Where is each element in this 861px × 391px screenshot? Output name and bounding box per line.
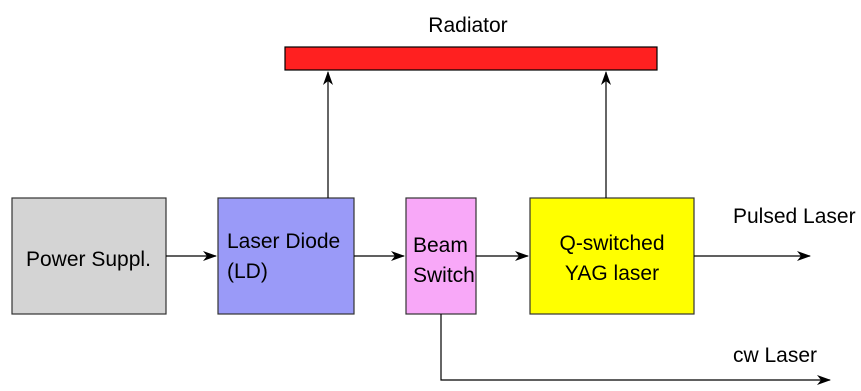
laser-diode-label-line2: (LD) [227, 260, 268, 283]
qswitched-yag-label-line2: YAG laser [565, 262, 659, 285]
beam-switch-label-line1: Beam [413, 234, 468, 257]
pulsed-laser-label: Pulsed Laser [733, 205, 856, 228]
beam-switch-label-line2: Switch [413, 264, 475, 287]
radiator-bar [284, 46, 658, 71]
power-supply-block [11, 197, 167, 315]
laser-diode-label-line1: Laser Diode [227, 230, 340, 253]
qswitched-yag-label-line1: Q-switched [559, 232, 664, 255]
power-supply-label: Power Suppl. [26, 248, 151, 271]
arrow-cw-laser-output [440, 314, 831, 385]
radiator-label: Radiator [428, 14, 507, 37]
beam-switch-block [405, 197, 477, 315]
qswitched-yag-block [529, 197, 695, 315]
laser-diode-block [217, 197, 355, 315]
cw-laser-label: cw Laser [733, 344, 817, 367]
